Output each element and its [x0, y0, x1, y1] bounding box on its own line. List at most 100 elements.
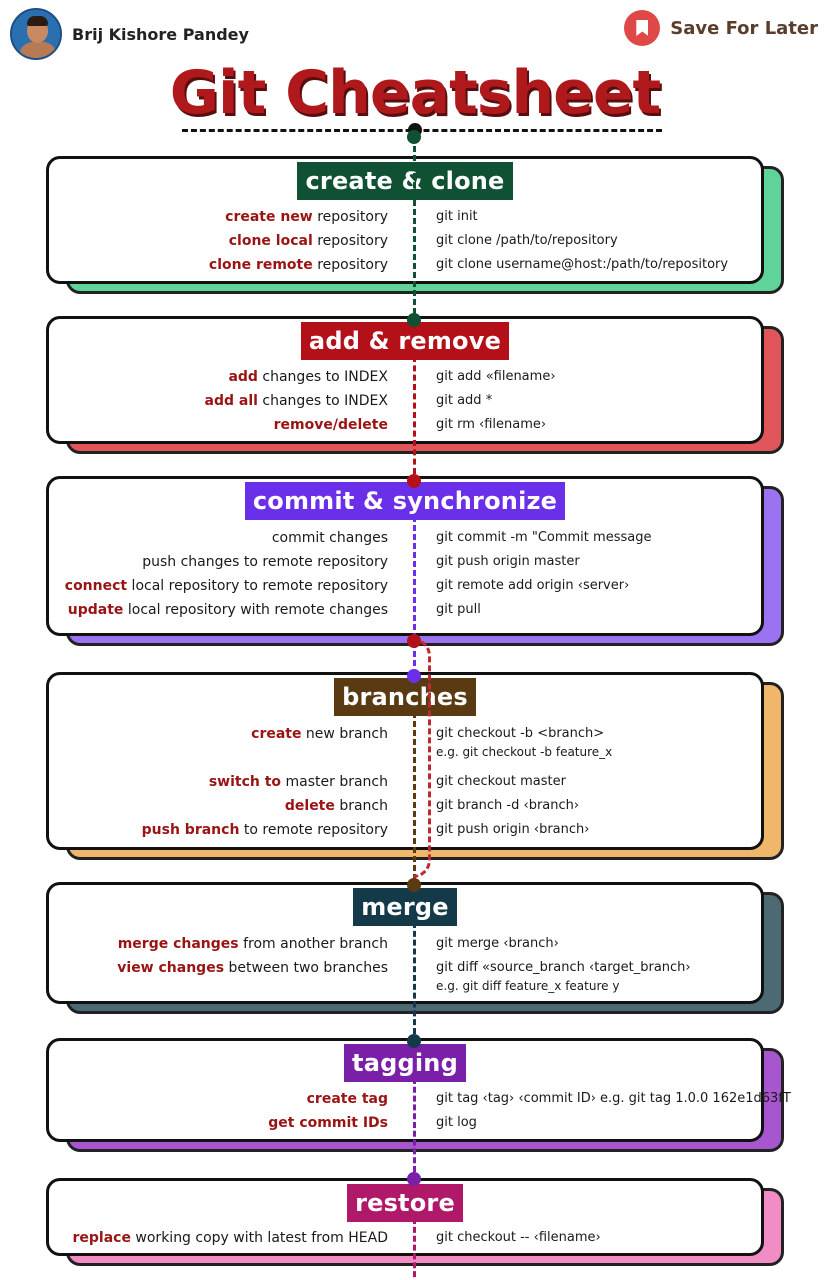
command-description: switch to master branch	[209, 773, 388, 791]
timeline-segment	[413, 516, 416, 666]
highlight-text: remove/delete	[273, 417, 388, 433]
timeline-segment	[413, 1078, 416, 1172]
description-text: new branch	[301, 726, 388, 742]
timeline-node	[407, 1172, 421, 1186]
description-text: local repository with remote changes	[123, 602, 388, 618]
timeline-node	[407, 130, 421, 144]
description-text: branch	[334, 798, 388, 814]
description-text: repository	[312, 257, 388, 273]
highlight-text: replace	[72, 1230, 131, 1246]
highlight-text: create	[251, 726, 302, 742]
git-command: git commit -m "Commit message	[436, 530, 652, 545]
git-command: git tag ‹tag› ‹commit ID› e.g. git tag 1…	[436, 1091, 791, 1106]
git-command: git checkout -- ‹filename›	[436, 1230, 601, 1245]
highlight-text: update	[67, 602, 124, 618]
command-description: clone remote repository	[209, 256, 388, 274]
git-command: git pull	[436, 602, 481, 617]
timeline-segment	[413, 1218, 416, 1280]
bookmark-icon	[624, 10, 661, 46]
git-command: git remote add origin ‹server›	[436, 578, 630, 593]
timeline-node	[407, 878, 421, 892]
git-command: git add *	[436, 393, 493, 408]
git-command: git branch -d ‹branch›	[436, 798, 580, 813]
section-title: tagging	[344, 1044, 466, 1082]
save-label: Save For Later	[670, 17, 818, 39]
command-example: e.g. git checkout -b feature_x	[436, 745, 613, 759]
section-merge: merge merge changes from another branch gi…	[46, 882, 784, 1014]
highlight-text: get commit IDs	[268, 1115, 388, 1131]
author: Brij Kishore Pandey	[10, 8, 249, 60]
section-restore: restore replace working copy with latest …	[46, 1178, 784, 1266]
command-description: add all changes to INDEX	[205, 392, 388, 410]
highlight-text: add	[228, 369, 258, 385]
timeline-segment	[413, 712, 416, 880]
timeline-node	[407, 313, 421, 327]
command-description: create new repository	[225, 208, 388, 226]
description-text: push changes to remote repository	[142, 554, 388, 570]
git-command: git clone username@host:/path/to/reposit…	[436, 257, 729, 272]
highlight-text: switch to	[208, 774, 282, 790]
description-text: repository	[312, 233, 388, 249]
section-title: restore	[347, 1184, 463, 1222]
git-command: git clone /path/to/repository	[436, 233, 618, 248]
section-title: create & clone	[297, 162, 513, 200]
command-description: get commit IDs	[268, 1114, 388, 1132]
timeline-node	[407, 634, 421, 648]
section-tagging: tagging create tag git tag ‹tag› ‹commit I…	[46, 1038, 791, 1152]
command-description: delete branch	[285, 797, 388, 815]
highlight-text: clone local	[228, 233, 313, 249]
command-description: add changes to INDEX	[228, 368, 388, 386]
timeline-node	[407, 669, 421, 683]
timeline-node	[407, 1034, 421, 1048]
description-text: repository	[312, 209, 388, 225]
timeline-node	[407, 474, 421, 488]
description-text: master branch	[281, 774, 389, 790]
section-title: add & remove	[300, 322, 510, 360]
description-text: between two branches	[224, 960, 388, 976]
command-description: connect local repository to remote repos…	[65, 577, 388, 595]
page-title: Git Cheatsheet	[169, 58, 662, 128]
highlight-text: create tag	[306, 1091, 388, 1107]
highlight-text: merge changes	[117, 936, 239, 952]
command-description: remove/delete	[274, 416, 388, 434]
git-command: git push origin ‹branch›	[436, 822, 590, 837]
highlight-text: delete	[284, 798, 335, 814]
command-description: view changes between two branches	[117, 959, 388, 977]
git-command: git log	[436, 1115, 477, 1130]
git-command: git diff «source_branch ‹target_branch›	[436, 960, 691, 975]
command-description: create tag	[307, 1090, 388, 1108]
highlight-text: view changes	[117, 960, 225, 976]
description-text: changes to INDEX	[257, 393, 388, 409]
highlight-text: clone remote	[208, 257, 313, 273]
title-divider	[182, 129, 662, 132]
command-example: e.g. git diff feature_x feature y	[436, 979, 620, 993]
command-description: push branch to remote repository	[142, 821, 388, 839]
description-text: working copy with latest from HEAD	[130, 1230, 388, 1246]
timeline-segment	[413, 356, 416, 474]
highlight-text: create new	[225, 209, 313, 225]
highlight-text: connect	[64, 578, 128, 594]
command-description: replace working copy with latest from HE…	[73, 1229, 389, 1247]
section-title: merge	[353, 888, 457, 926]
command-description: merge changes from another branch	[118, 935, 388, 953]
timeline-segment	[413, 922, 416, 1034]
command-description: create new branch	[251, 725, 388, 743]
section-title: branches	[334, 678, 476, 716]
timeline-segment	[413, 137, 416, 314]
description-text: local repository to remote repository	[127, 578, 388, 594]
git-command: git rm ‹filename›	[436, 417, 547, 432]
section-add-remove: add & remove add changes to INDEX git add …	[46, 316, 784, 454]
description-text: changes to INDEX	[257, 369, 388, 385]
git-command: git checkout master	[436, 774, 566, 789]
git-command: git add «filename›	[436, 369, 556, 384]
avatar	[10, 8, 62, 60]
description-text: commit changes	[271, 530, 388, 546]
git-command: git push origin master	[436, 554, 580, 569]
highlight-text: add all	[204, 393, 258, 409]
save-for-later-button[interactable]: Save For Later	[624, 10, 818, 46]
author-name: Brij Kishore Pandey	[72, 24, 249, 44]
command-description: push changes to remote repository	[142, 553, 388, 571]
git-command: git merge ‹branch›	[436, 936, 559, 951]
